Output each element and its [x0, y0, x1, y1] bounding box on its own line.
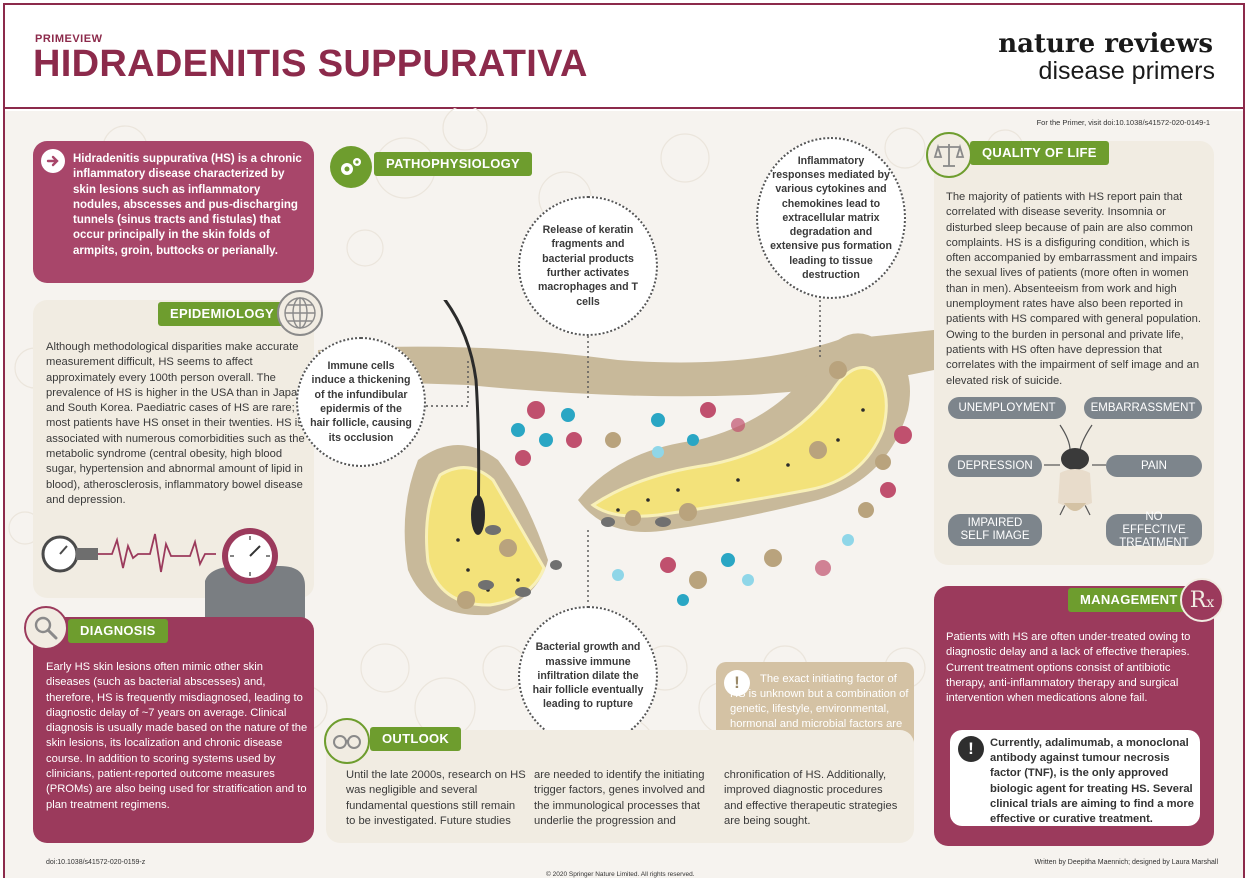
inflammatory-responses-bubble: Inflammatory responses mediated by vario… [756, 137, 906, 299]
tag-no-effective-treatment: NO EFFECTIVE TREATMENT [1106, 510, 1202, 549]
diagnosis-text: Early HS skin lesions often mimic other … [46, 661, 308, 811]
page-title: HIDRADENITIS SUPPURATIVA [33, 43, 588, 85]
outlook-text-col3: chronification of HS. Additionally, impr… [724, 769, 898, 827]
skin-follicle-illustration [318, 300, 934, 616]
globe-icon [277, 290, 323, 336]
keratin-release-bubble: Release of keratin fragments and bacteri… [518, 196, 658, 336]
footer-credits: Written by Deepitha Maennich; designed b… [1034, 859, 1218, 866]
bacterial-growth-bubble: Bacterial growth and massive immune infi… [518, 606, 658, 746]
brand-disease-primers: disease primers [1038, 57, 1215, 85]
adalimumab-note-text: Currently, adalimumab, a monoclonal anti… [990, 737, 1194, 826]
tag-depression: DEPRESSION [948, 455, 1042, 477]
outlook-text-col2: are needed to identify the initiating tr… [534, 769, 706, 827]
tag-embarrassment-text: EMBARRASSMENT [1090, 401, 1196, 414]
footer-doi: doi:10.1038/s41572-020-0159-z [46, 859, 146, 866]
tag-impaired-line1: IMPAIRED [967, 517, 1023, 529]
outlook-label: OUTLOOK [370, 727, 462, 751]
tag-impaired-self-image: IMPAIRED SELF IMAGE [948, 514, 1042, 546]
tag-pain: PAIN [1106, 455, 1202, 477]
patient-figure [1044, 424, 1106, 516]
tag-unemployment: UNEMPLOYMENT [948, 397, 1066, 419]
intro-rest: a chronic inflammatory disease character… [73, 153, 302, 257]
arrow-right-icon [41, 149, 65, 173]
quality-of-life-label: QUALITY OF LIFE [970, 141, 1109, 165]
immune-cells-bubble: Immune cells induce a thickening of the … [296, 337, 426, 467]
tag-depression-text: DEPRESSION [957, 459, 1033, 472]
binoculars-icon [324, 718, 370, 764]
bubble-connectors [426, 300, 821, 604]
diagnosis-card [33, 617, 314, 843]
intro-card: Hidradenitis suppurativa (HS) is a chron… [33, 141, 314, 283]
outlook-text-col1: Until the late 2000s, research on HS was… [346, 769, 526, 827]
quality-of-life-text: The majority of patients with HS report … [946, 191, 1201, 387]
management-label: MANAGEMENT [1068, 588, 1190, 612]
info-exclamation-icon: ! [958, 736, 984, 762]
pathophysiology-label: PATHOPHYSIOLOGY [374, 152, 533, 176]
tag-no-effective-line1: NO EFFECTIVE [1122, 510, 1186, 536]
diagnosis-label: DIAGNOSIS [68, 619, 168, 643]
epidemiology-text: Although methodological disparities make… [46, 341, 305, 506]
tag-embarrassment: EMBARRASSMENT [1084, 397, 1202, 419]
primer-link[interactable]: For the Primer, visit doi:10.1038/s41572… [1036, 118, 1210, 127]
brand-nature-reviews: nature reviews [998, 29, 1213, 59]
intro-lead: Hidradenitis suppurativa (HS) is [73, 153, 248, 165]
management-text: Patients with HS are often under-treated… [946, 631, 1191, 705]
primeview-kicker: PRIMEVIEW [35, 33, 103, 45]
gears-icon [330, 146, 372, 188]
tag-unemployment-text: UNEMPLOYMENT [958, 401, 1056, 414]
tag-impaired-line2: SELF IMAGE [960, 530, 1030, 542]
footer-copyright: © 2020 Springer Nature Limited. All righ… [546, 871, 695, 878]
magnifier-icon [24, 606, 68, 650]
epidemiology-label: EPIDEMIOLOGY [158, 302, 287, 326]
adalimumab-note [950, 730, 1200, 826]
tag-no-effective-line2: TREATMENT [1119, 536, 1189, 549]
header: PRIMEVIEW HIDRADENITIS SUPPURATIVA natur… [5, 5, 1243, 109]
exclamation-icon: ! [724, 670, 750, 696]
scales-icon [926, 132, 972, 178]
intro-text: Hidradenitis suppurativa (HS) is a chron… [73, 152, 308, 259]
prescription-icon: Rx [1180, 578, 1224, 622]
tag-pain-text: PAIN [1141, 459, 1167, 472]
